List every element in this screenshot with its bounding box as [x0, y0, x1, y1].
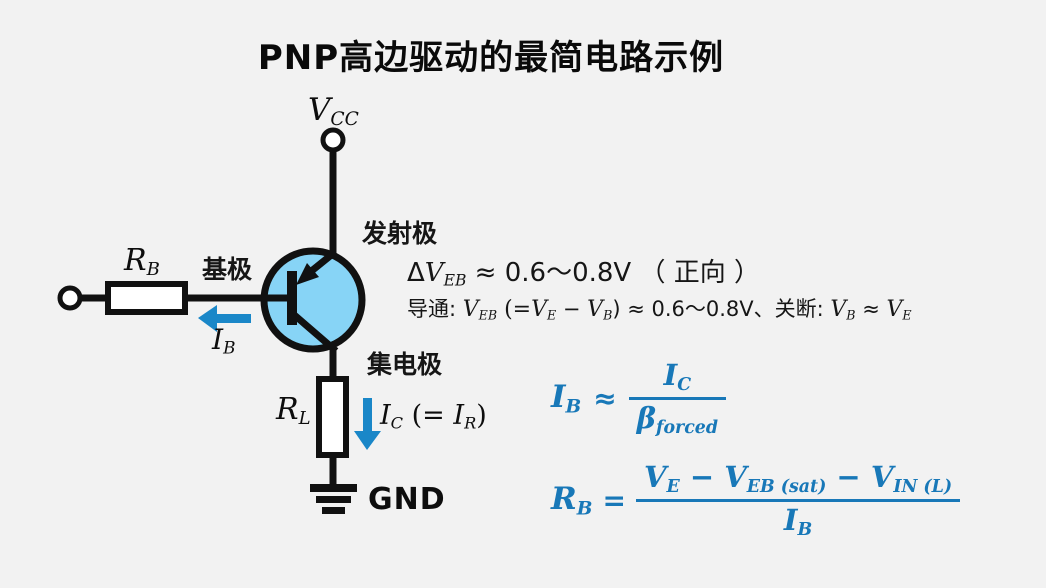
v-subscript: E [547, 307, 557, 323]
vcc-terminal [320, 127, 346, 153]
minus-sign: − [556, 297, 588, 321]
note-line-1-text: ≈ 0.6～0.8V （ 正向 ） [466, 258, 761, 288]
ib-label: IB [212, 326, 235, 357]
ib-arrow-shaft [215, 314, 251, 323]
gnd-bar-3 [322, 507, 345, 514]
vcc-symbol: V [308, 92, 331, 128]
vcc-label: VCC [308, 95, 359, 130]
fraction-numerator: VE − VEB (sat) − VIN (L) [636, 460, 960, 498]
ib-symbol: I [783, 503, 798, 538]
v-subscript: E [902, 307, 912, 323]
v-symbol: V [587, 297, 604, 322]
ib-arrow-head [198, 305, 217, 332]
gnd-label: GND [368, 482, 446, 517]
rl-symbol: R [276, 392, 299, 427]
ic-arrow-shaft [363, 398, 372, 432]
ic-current-arrow-icon [354, 398, 381, 450]
formula-rb: RB = VE − VEB (sat) − VIN (L) IB [551, 460, 961, 541]
ib-subscript: B [797, 520, 813, 541]
veb-subscript: EB [443, 271, 467, 290]
ib-subscript: B [565, 396, 582, 418]
emitter-label: 发射极 [362, 219, 438, 248]
rl-subscript: L [298, 408, 311, 430]
fraction-denominator: βforced [629, 401, 726, 439]
vcc-subscript: CC [330, 109, 359, 131]
ir-subscript: R [464, 413, 477, 433]
gnd-symbol-icon [310, 484, 357, 514]
delta-symbol: Δ [407, 258, 425, 288]
fraction-bar [635, 499, 961, 503]
ic-symbol: I [380, 400, 391, 431]
fraction-denominator: IB [776, 503, 820, 541]
formula-ib-lhs: IB [551, 380, 581, 418]
rb-resistor [105, 281, 188, 315]
collector-line [289, 310, 339, 354]
rb-subscript: B [146, 259, 160, 281]
fraction-numerator: IC [656, 358, 699, 396]
approx-sign: ≈ [593, 381, 617, 415]
minus-sign: − [679, 460, 725, 494]
formula-rb-fraction: VE − VEB (sat) − VIN (L) IB [635, 460, 961, 541]
collector-label: 集电极 [367, 350, 443, 379]
ic-label: IC (= IR) [380, 402, 487, 432]
ib-current-arrow-icon [198, 305, 251, 332]
formula-ib-fraction: IC βforced [628, 358, 727, 439]
ib-subscript: B [223, 337, 236, 358]
ve-symbol: V [643, 460, 667, 494]
veb-sat-subscript: EB (sat) [746, 477, 827, 498]
ve-subscript: E [666, 477, 680, 498]
rb-symbol: R [124, 243, 147, 278]
v-symbol: V [886, 297, 903, 322]
page-title: PNP高边驱动的最简电路示例 [257, 38, 725, 78]
note-line-2: 导通: VEB (=VE − VB) ≈ 0.6～0.8V、关断: VB ≈ V… [407, 293, 912, 323]
formula-rb-lhs: RB [551, 482, 592, 520]
ic-equals: (= [403, 400, 454, 431]
ib-symbol: I [551, 379, 566, 416]
rb-subscript: B [576, 498, 593, 520]
ic-arrow-head [354, 431, 381, 450]
rl-label: RL [276, 395, 311, 428]
ic-close-paren: ) [476, 400, 487, 431]
v-subscript: B [603, 307, 613, 323]
base-label: 基极 [202, 255, 253, 284]
transistor-base-bar [287, 271, 297, 325]
veb-sat-symbol: V [724, 460, 747, 494]
v-subscript: EB [478, 307, 498, 323]
emitter-arrowhead-icon [296, 263, 319, 285]
rb-symbol: R [551, 481, 577, 518]
v-subscript: B [846, 307, 856, 323]
input-terminal [57, 285, 83, 311]
gnd-bar-2 [316, 496, 351, 503]
off-label: 关断: [774, 297, 831, 321]
fraction-bar [628, 397, 727, 401]
v-symbol: V [531, 297, 548, 322]
on-label: 导通: [407, 297, 463, 321]
vin-l-subscript: IN (L) [893, 477, 953, 498]
gnd-bar-1 [310, 484, 357, 492]
vin-l-symbol: V [870, 460, 894, 494]
rl-resistor [316, 376, 349, 458]
ic-subscript: C [677, 375, 692, 396]
beta-symbol: β [636, 401, 656, 436]
ic-subscript: C [390, 413, 404, 433]
v-symbol: V [462, 297, 479, 322]
equals-sign: = [602, 483, 626, 517]
open-paren: (= [497, 297, 532, 322]
beta-subscript: forced [655, 418, 719, 439]
ir-symbol: I [453, 400, 465, 431]
close-paren-approx: ) ≈ 0.6～0.8V、 [612, 297, 775, 321]
formula-ib: IB ≈ IC βforced [551, 358, 727, 439]
approx-sign: ≈ [855, 297, 887, 321]
ic-symbol: I [663, 358, 678, 392]
note-line-1: ΔVEB ≈ 0.6～0.8V （ 正向 ） [407, 252, 760, 289]
ib-symbol: I [212, 323, 224, 356]
veb-symbol: V [424, 258, 444, 288]
minus-sign: − [826, 460, 871, 494]
rb-label: RB [124, 246, 160, 279]
emitter-line [306, 249, 338, 276]
v-symbol: V [830, 297, 847, 322]
